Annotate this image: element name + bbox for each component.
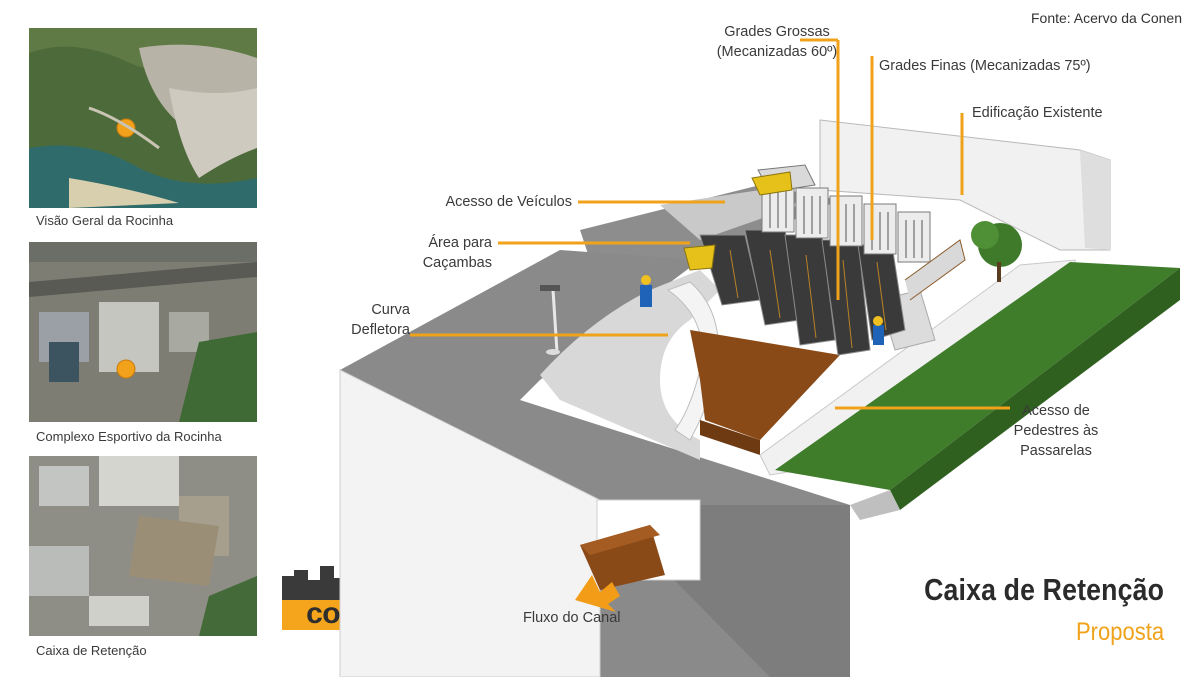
thumbnail-caption-sports-complex: Complexo Esportivo da Rocinha [36, 429, 222, 444]
label-area-cacambas-line2: Caçambas [422, 255, 492, 271]
label-curva-defletora-line1: Curva [371, 302, 410, 318]
label-acesso-pedestres: Acesso de Pedestres às Passarelas [1000, 401, 1112, 461]
page-subtitle: Proposta [1075, 618, 1164, 646]
label-acesso-pedestres-line2: Pedestres às [1013, 423, 1099, 439]
label-fluxo-canal: Fluxo do Canal [523, 610, 621, 626]
label-grades-grossas-line2: (Mecanizadas 60º) [716, 44, 838, 60]
label-acesso-pedestres-line1: Acesso de [1022, 403, 1090, 419]
label-edificacao-existente: Edificação Existente [972, 105, 1103, 121]
page-title: Caixa de Retenção [923, 572, 1164, 607]
label-area-cacambas: Área para Caçambas [380, 233, 492, 273]
source-note: Fonte: Acervo da Conen [1031, 10, 1182, 26]
existing-building [819, 119, 1111, 251]
thumbnail-sports-complex [29, 242, 257, 422]
thumbnail-aerial-overview [29, 28, 257, 208]
thumbnail-retention-box [29, 456, 257, 636]
label-grades-grossas-line1: Grades Grossas [724, 24, 830, 40]
thumbnail-caption-retention-box: Caixa de Retenção [36, 643, 147, 658]
label-grades-grossas: Grades Grossas (Mecanizadas 60º) [712, 22, 842, 62]
label-acesso-veiculos: Acesso de Veículos [445, 194, 572, 210]
label-curva-defletora: Curva Defletora [330, 300, 410, 340]
label-grades-finas: Grades Finas (Mecanizadas 75º) [879, 58, 1091, 74]
label-curva-defletora-line2: Defletora [351, 322, 410, 338]
label-area-cacambas-line1: Área para [428, 235, 492, 251]
label-acesso-pedestres-line3: Passarelas [1020, 443, 1092, 459]
thumbnail-caption-overview: Visão Geral da Rocinha [36, 213, 174, 228]
